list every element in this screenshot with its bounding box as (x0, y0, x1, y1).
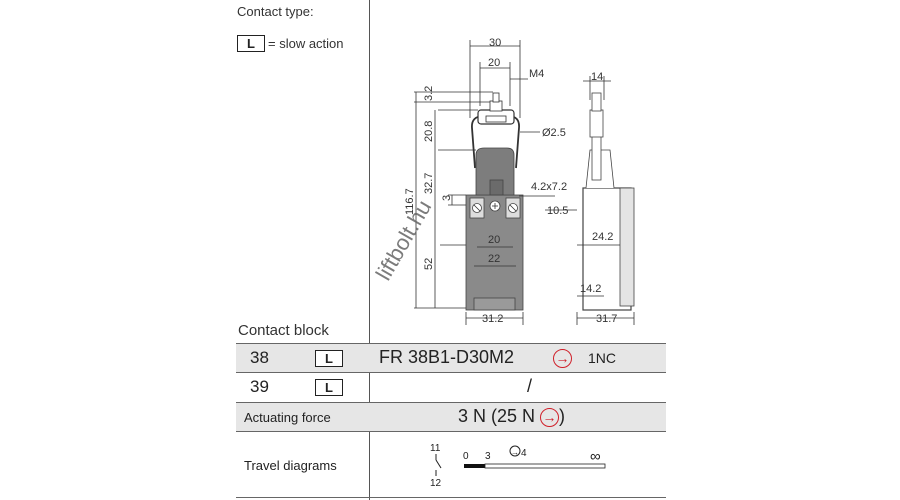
slow-action-badge: L (237, 35, 265, 52)
terminal-12: 12 (430, 478, 442, 489)
svg-text:→: → (511, 448, 519, 457)
travel-open-segment (484, 463, 606, 469)
travel-closed-segment (464, 464, 485, 468)
travel-symbol-icon (509, 445, 521, 457)
travel-diagram: 11 12 0 3 4 ∞ → (430, 443, 606, 489)
dim-hole: Ø2.5 (542, 127, 566, 139)
actuating-force-label: Actuating force (244, 410, 331, 425)
force-symbol-icon: → (540, 407, 560, 427)
scale-infinity: ∞ (590, 448, 601, 465)
actuator-head-front (475, 147, 515, 196)
terminal-11: 11 (430, 443, 441, 454)
dim-20-8: 20.8 (423, 121, 435, 142)
actuating-force-value: 3 N (25 N →) (458, 406, 565, 427)
dim-14: 14 (591, 71, 603, 83)
force-value-suffix: ) (559, 406, 566, 426)
scale-0: 0 (463, 451, 469, 462)
dim-32-7: 32.7 (423, 173, 435, 194)
actuator-loop-side (591, 134, 602, 181)
dim-20-top: 20 (488, 57, 500, 69)
dim-m4: M4 (529, 68, 544, 80)
scale-4: 4 (521, 448, 527, 459)
dim-14-2: 14.2 (580, 283, 601, 295)
dim-31-7: 31.7 (596, 313, 617, 325)
dim-3: 3 (441, 195, 453, 201)
contact-number-39: 39 (250, 377, 269, 396)
contact-number-38: 38 (250, 348, 269, 367)
scale-3: 3 (485, 451, 491, 462)
column-divider (369, 0, 370, 500)
dim-116-7: 116.7 (404, 188, 416, 215)
contact-config: 1NC (588, 350, 617, 366)
article-code-39: / (527, 376, 533, 396)
article-code: FR 38B1-D30M2 (379, 347, 515, 367)
actuating-force-row (236, 403, 666, 431)
contact-type-label: Contact type: (237, 4, 314, 19)
dim-52: 52 (423, 258, 435, 270)
dim-22: 22 (488, 253, 500, 265)
dim-20-bottom: 20 (488, 234, 500, 246)
dimension-drawing: 30 20 M4 Ø2.5 4.2x7.2 10.5 20 22 31.2 14… (371, 37, 635, 325)
dim-31-2: 31.2 (482, 313, 503, 325)
contact-block-title: Contact block (238, 322, 329, 339)
slow-action-legend: = slow action (268, 36, 344, 51)
contact-row-38 (236, 344, 666, 372)
contact-type-badge-38: L (315, 350, 343, 367)
slow-action-symbol-icon: → (553, 349, 572, 368)
travel-diagrams-label: Travel diagrams (244, 458, 337, 473)
dim-slot: 4.2x7.2 (531, 181, 567, 193)
dim-30: 30 (489, 37, 501, 49)
dim-24-2: 24.2 (592, 231, 613, 243)
dim-10-5: 10.5 (547, 205, 568, 217)
table-top-rule (236, 343, 666, 344)
dim-3-2: 3.2 (423, 86, 435, 101)
contact-type-badge-39: L (315, 379, 343, 396)
force-value-text: 3 N (25 N (458, 406, 541, 426)
